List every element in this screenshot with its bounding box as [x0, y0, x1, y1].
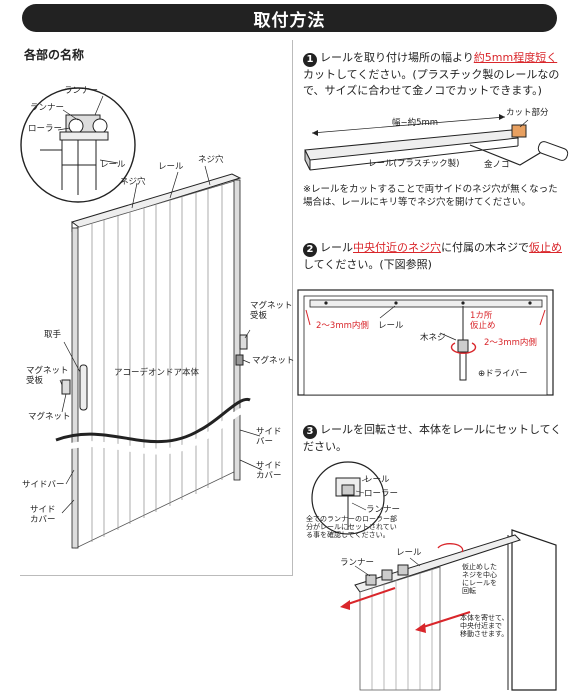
cut-note: ※レールをカットすることで両サイドのネジ穴が無くなった場合は、レールにキリ等でネ…: [303, 184, 558, 208]
step3-inset-runner: ランナー: [366, 505, 401, 515]
step1-width-label: 幅−約5mm: [392, 118, 439, 128]
step3-rail-label: レール: [396, 548, 422, 558]
page-title: 取付方法: [22, 4, 557, 32]
label-magnet-right: マグネット: [252, 356, 295, 366]
step3-runner-label: ランナー: [340, 558, 375, 568]
step3-inset-roller: ローラー: [364, 489, 399, 499]
label-door-body: アコーデオンドア本体: [114, 368, 200, 378]
step2-wood-screw: 木ネジ: [420, 333, 446, 343]
label-side-bar-right: サイド バー: [256, 427, 282, 447]
label-side-bar-left: サイドバー: [22, 480, 65, 490]
step3-rotate-note: 仮止めした ネジを中心 にレールを 回転: [462, 563, 497, 595]
label-magnet-plate-right: マグネット 受板: [250, 301, 293, 321]
label-handle: 取手: [44, 330, 62, 340]
step2-driver: ⊕ドライバー: [478, 369, 528, 379]
step2-gap-left: 2〜3mm内側: [316, 321, 369, 331]
step2-gap-right: 2〜3mm内側: [484, 338, 537, 348]
label-roller: ローラー: [28, 124, 63, 134]
step3-check-note: 全てのランナーのローラー部分がレールにセットされている事を確認してください。: [306, 515, 397, 539]
step2-one-point: 1カ所 仮止め: [470, 311, 496, 331]
label-side-cover-right: サイド カバー: [256, 461, 282, 481]
label-screw-hole: ネジ穴: [198, 155, 224, 165]
label-magnet-plate-left: マグネット 受板: [26, 366, 69, 386]
label-rail-inset: レール: [100, 160, 126, 170]
label-runner-left: ランナー: [30, 103, 65, 113]
step3-inset-rail: レール: [364, 475, 390, 485]
step3-number: 3: [303, 425, 317, 439]
step2-rail-label: レール: [378, 321, 404, 331]
step1-number: 1: [303, 53, 317, 67]
label-magnet-left: マグネット: [28, 412, 71, 422]
step1-saw-label: 金ノコ: [484, 160, 510, 170]
step2-number: 2: [303, 243, 317, 257]
parts-heading: 各部の名称: [24, 48, 85, 62]
parts-panel: [20, 40, 293, 576]
label-screw-hole-inset: ネジ穴: [120, 177, 146, 187]
step3-move-note: 本体を寄せて、 中央付近まで 移動させます。: [460, 614, 509, 638]
label-rail: レール: [158, 162, 184, 172]
label-side-cover-left: サイド カバー: [30, 505, 56, 525]
step1-rail-label: レール(プラスチック製): [368, 159, 460, 169]
step1-cut-label: カット部分: [506, 108, 549, 118]
label-runner-top: ランナー: [64, 86, 99, 96]
